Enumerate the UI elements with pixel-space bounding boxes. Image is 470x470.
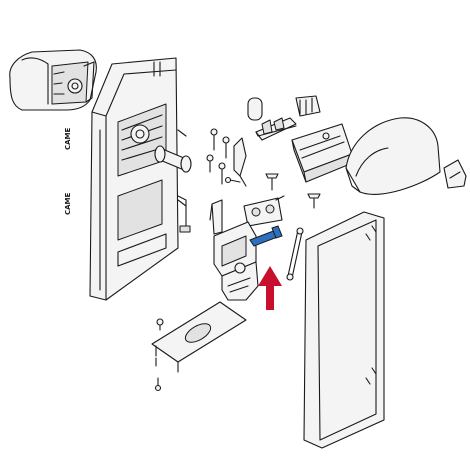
connecting-rod-part (286, 227, 304, 281)
control-board-part (255, 117, 297, 141)
anchor-base-plate-part (151, 301, 247, 373)
brand-label: CAME (64, 192, 72, 215)
limit-cam-part (233, 137, 247, 187)
control-box-part (291, 123, 353, 183)
top-cover-part (9, 49, 97, 111)
anchor-bolt-part (154, 318, 164, 392)
fuse-part (247, 97, 263, 121)
cabinet-housing-part: CAME CAME (64, 57, 187, 301)
transformer-part (295, 95, 321, 117)
release-lever-part (177, 195, 191, 233)
gear-plate-part (243, 195, 285, 227)
output-shaft-part (154, 145, 192, 173)
gearmotor-part (213, 221, 259, 301)
dome-cover-part (345, 117, 441, 195)
brand-label: CAME (64, 127, 72, 150)
red-indicator-arrow (258, 266, 282, 310)
fastener-set-part (206, 128, 241, 185)
highlighted-release-part (249, 225, 283, 247)
hinge-bracket-part (209, 199, 223, 235)
cable-cover-part (443, 159, 467, 189)
front-cover-panel-part (303, 211, 385, 449)
board-screw-part (265, 173, 321, 209)
